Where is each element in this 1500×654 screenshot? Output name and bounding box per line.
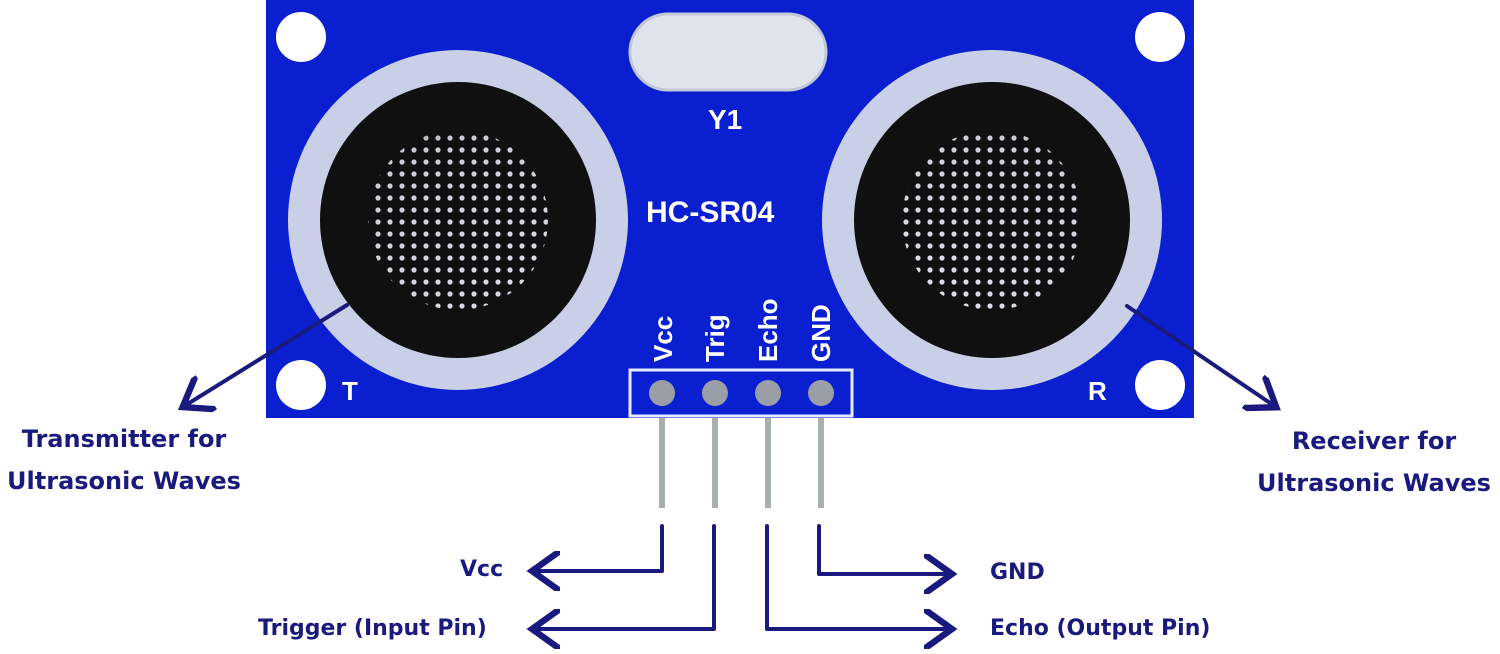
echo-wire [765,524,948,629]
transmitter-arrow [186,303,349,405]
crystal-oscillator [628,12,828,92]
trigger-description: Trigger (Input Pin) [258,616,487,641]
crystal-label: Y1 [708,104,743,135]
receiver-mark: R [1088,376,1107,406]
receiver-transducer [822,50,1162,390]
receiver-callout: Receiver for Ultrasonic Waves [1248,420,1500,504]
receiver-callout-line2: Ultrasonic Waves [1257,469,1491,497]
vcc-description: Vcc [460,557,504,582]
transmitter-transducer [288,50,628,390]
transmitter-callout-line2: Ultrasonic Waves [7,467,241,495]
pin-vcc [649,380,675,406]
pin-label-echo: Echo [753,298,783,362]
transmitter-callout-line1: Transmitter for [21,425,227,453]
pin-label-trig: Trig [700,314,730,362]
transmitter-mark: T [342,376,358,406]
model-label: HC-SR04 [646,196,775,229]
pin-label-gnd: GND [806,304,836,362]
mounting-hole-top-left [276,12,326,62]
mounting-hole-top-right [1135,12,1185,62]
echo-description: Echo (Output Pin) [990,616,1211,641]
callout-arrows [186,303,1273,629]
pin-header [628,368,854,508]
gnd-wire [817,524,948,574]
pin-label-vcc: Vcc [648,315,678,362]
receiver-arrow [1125,304,1273,405]
pin-trig [702,380,728,406]
pin-echo [755,380,781,406]
trig-wire [536,524,716,629]
pin-gnd [808,380,834,406]
mounting-hole-bottom-left [276,360,326,410]
transmitter-callout: Transmitter for Ultrasonic Waves [0,418,248,502]
vcc-wire [536,524,664,571]
receiver-callout-line1: Receiver for [1291,427,1457,455]
mounting-hole-bottom-right [1135,360,1185,410]
gnd-description: GND [990,560,1045,585]
